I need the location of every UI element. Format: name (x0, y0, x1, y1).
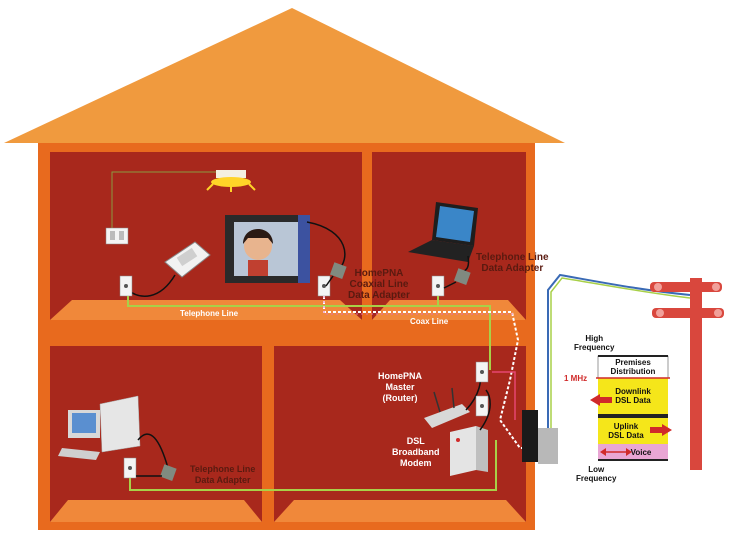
label-telephone-line: Telephone Line (180, 309, 239, 318)
coax-line (323, 296, 540, 449)
band-label-uplink: Uplink DSL Data (608, 422, 644, 440)
band-label-voice: Voice (630, 447, 652, 457)
wall-outlet-icon (317, 275, 331, 297)
arrow-right-icon (626, 448, 632, 456)
label-homepna-master: HomePNA Master (Router) (378, 371, 423, 403)
label-homepna-coax-adapter: HomePNA Coaxial Line Data Adapter (348, 268, 410, 301)
telephone-icon (164, 241, 211, 278)
telephone-pole-icon (650, 278, 724, 470)
room-upstairs-left (50, 152, 362, 320)
telephone-adapter-icon (453, 268, 471, 285)
wall-outlet-icon (431, 275, 445, 297)
tv-icon (225, 215, 310, 283)
desktop-computer-icon (58, 395, 141, 460)
band-label-premises: Premises Distribution (610, 358, 656, 376)
telephone-line (127, 296, 491, 370)
band-gap (598, 414, 668, 418)
band-downlink (598, 378, 668, 414)
arrow-right-icon (650, 424, 672, 436)
label-dsl-modem: DSL Broadband Modem (392, 436, 440, 468)
wall-outlet-icon (123, 457, 137, 479)
band-label-downlink: Downlink DSL Data (615, 387, 651, 405)
label-coax-line: Coax Line (410, 317, 449, 326)
splitter-icon (522, 410, 538, 462)
dsl-modem-icon (450, 426, 488, 476)
outside-line (547, 273, 691, 430)
band-voice (598, 444, 668, 460)
arrow-left-icon (590, 394, 612, 406)
wall-switch-icon (105, 227, 129, 245)
arrow-left-icon (600, 448, 606, 456)
label-low-frequency: Low Frequency (576, 465, 617, 483)
floor-downstairs-right (274, 500, 526, 522)
telephone-adapter-icon (159, 464, 177, 481)
ceiling-lamp-icon (206, 170, 256, 192)
label-telephone-adapter-bottom: Telephone Line Data Adapter (190, 464, 256, 485)
router-icon (424, 387, 470, 428)
coax-adapter-icon (329, 262, 347, 279)
roof (4, 8, 565, 143)
floor-upstairs-right (372, 300, 526, 320)
floor-downstairs-left (50, 500, 262, 522)
label-telephone-adapter-top: Telephone Line Data Adapter (476, 252, 549, 274)
label-1-mhz: 1 MHz (564, 374, 588, 383)
laptop-icon (408, 202, 478, 262)
label-high-frequency: High Frequency (574, 334, 615, 352)
telephone-line (129, 440, 497, 491)
splitter-box-icon (538, 428, 558, 464)
wall-outlet-icon (475, 361, 489, 383)
wall-outlet-icon (119, 275, 133, 297)
wall-outlet-icon (475, 395, 489, 417)
